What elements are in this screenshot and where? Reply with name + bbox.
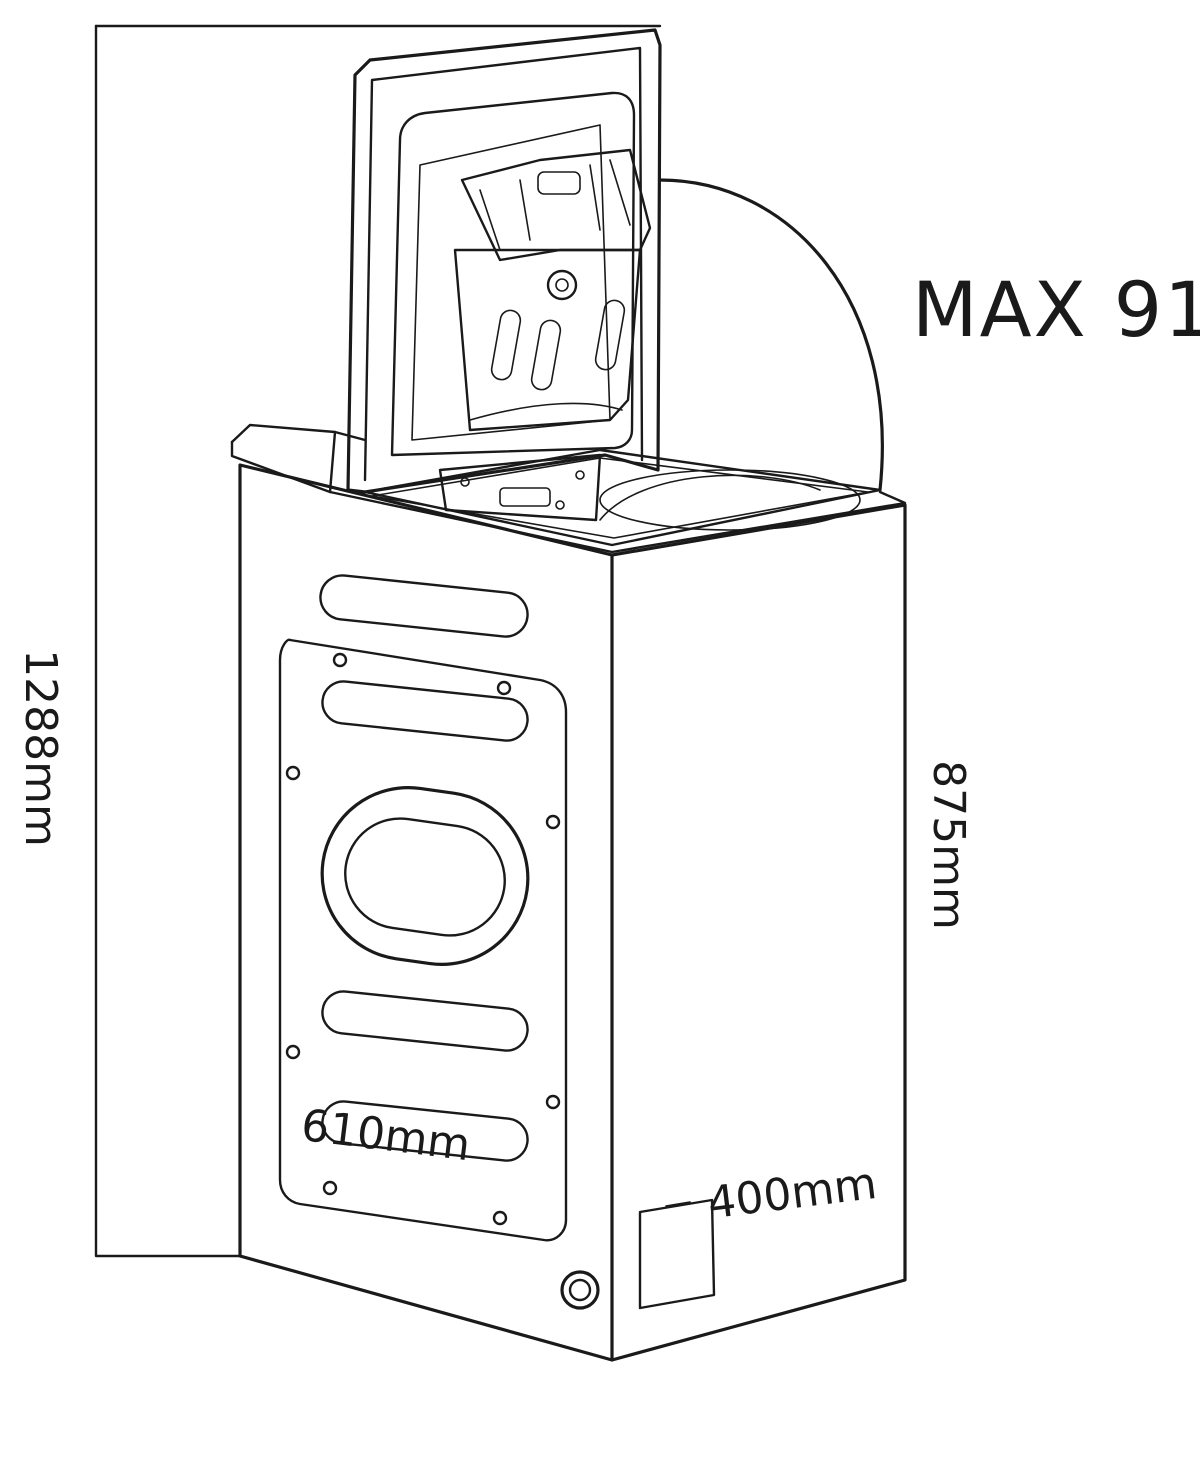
width-label: 400mm: [705, 1158, 880, 1229]
total-height-guide: [94, 24, 662, 1258]
lid-opening-arc: [658, 178, 884, 492]
max-angle-label: MAX 91°: [912, 265, 1200, 354]
machine-body: [230, 423, 907, 1362]
depth-label: 610mm: [298, 1100, 473, 1171]
total-height-label: 1288mm: [15, 649, 66, 847]
machine-lid: [346, 28, 662, 522]
front-panel: [278, 574, 716, 1310]
body-height-label: 875mm: [923, 760, 974, 930]
